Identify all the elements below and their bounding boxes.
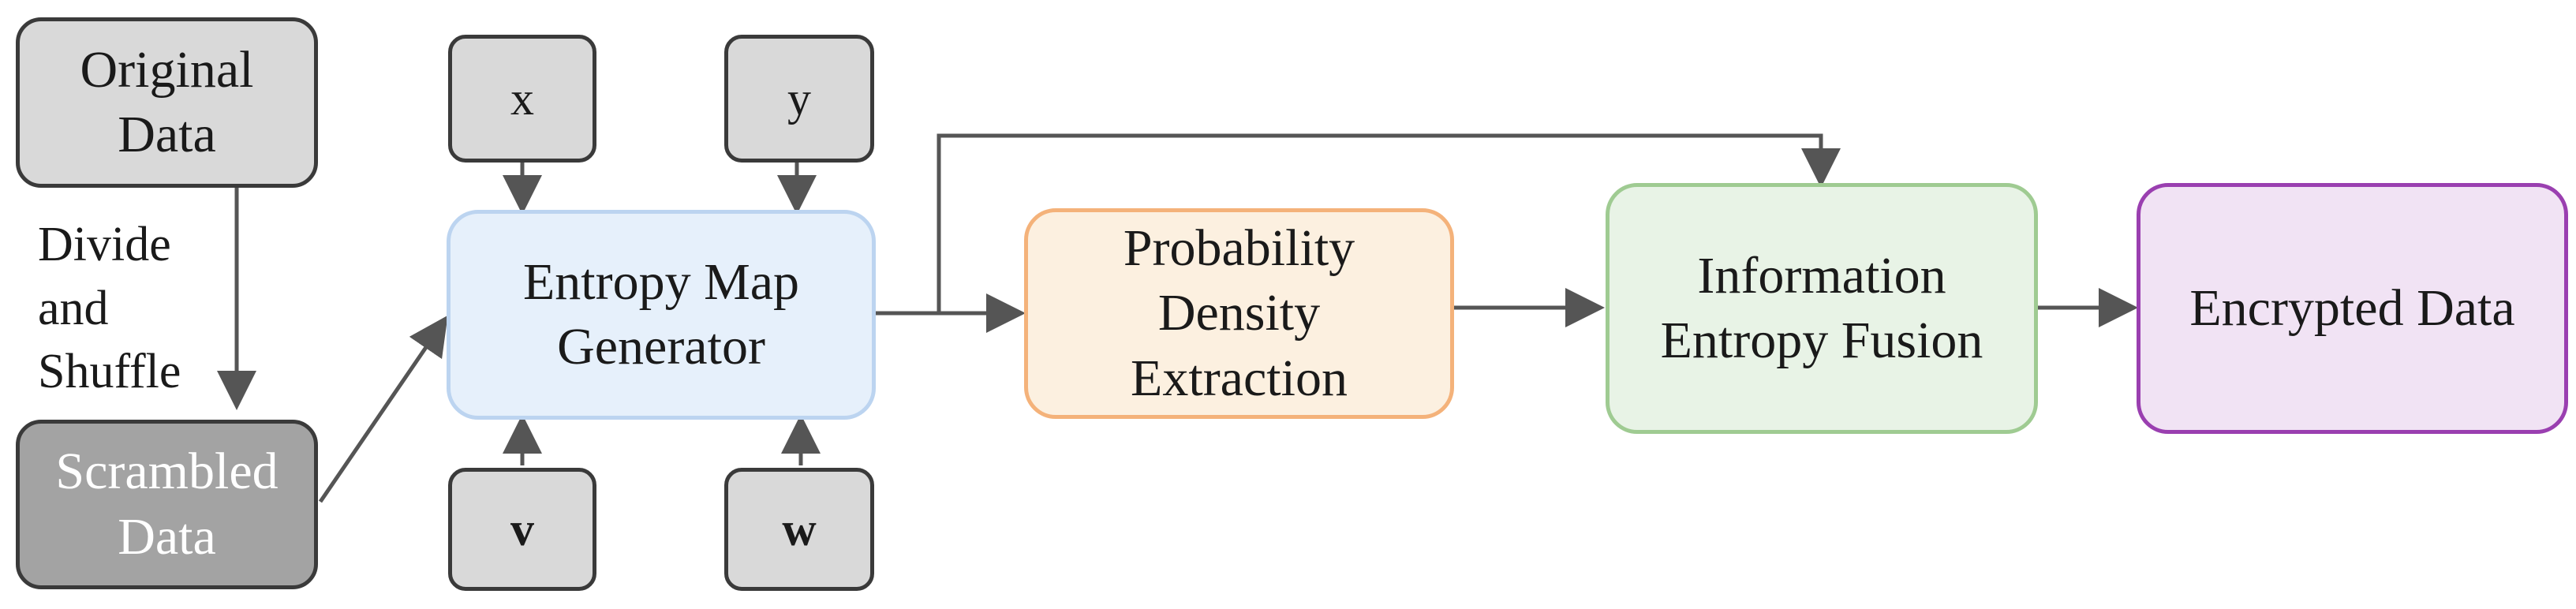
variable-y-node: y bbox=[724, 35, 874, 163]
variable-v-node: v bbox=[448, 468, 596, 591]
variable-x-label: x bbox=[510, 72, 534, 125]
encrypted-data-label: Encrypted Data bbox=[2189, 278, 2515, 337]
information-entropy-fusion-node: Information Entropy Fusion bbox=[1606, 183, 2038, 434]
variable-y-label: y bbox=[787, 72, 811, 125]
variable-w-label: w bbox=[782, 503, 817, 555]
probability-density-extraction-label: Probability Density Extraction bbox=[1123, 219, 1355, 407]
divide-shuffle-label: Divide and Shuffle bbox=[38, 218, 181, 399]
variable-v-label: v bbox=[510, 503, 534, 555]
encrypted-data-node: Encrypted Data bbox=[2137, 183, 2568, 434]
original-data-label: Original Data bbox=[80, 40, 254, 164]
scrambled-data-label: Scrambled Data bbox=[55, 443, 279, 566]
probability-density-extraction-node: Probability Density Extraction bbox=[1024, 208, 1454, 419]
arrow-generator-to-fusion-bypass bbox=[937, 133, 1841, 313]
arrow-scrambled-to-generator bbox=[318, 315, 448, 503]
original-data-node: Original Data bbox=[16, 17, 318, 188]
information-entropy-fusion-label: Information Entropy Fusion bbox=[1660, 246, 1983, 370]
entropy-map-generator-node: Entropy Map Generator bbox=[447, 210, 876, 420]
scrambled-data-node: Scrambled Data bbox=[16, 420, 318, 589]
entropy-map-generator-label: Entropy Map Generator bbox=[522, 252, 800, 376]
variable-x-node: x bbox=[448, 35, 596, 163]
variable-w-node: w bbox=[724, 468, 874, 591]
